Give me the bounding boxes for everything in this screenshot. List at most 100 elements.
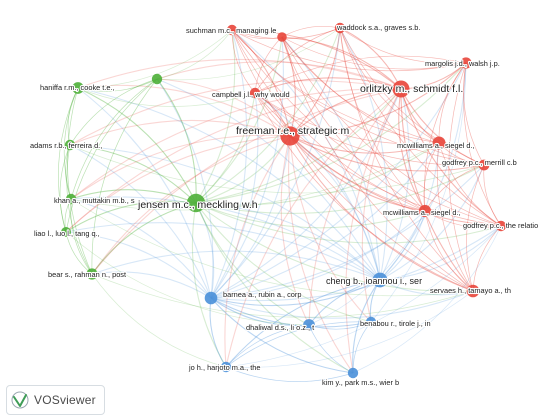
network-link [224,135,291,368]
node-freeman[interactable] [280,126,300,146]
network-link [195,202,502,244]
network-link [281,36,485,166]
network-link [65,135,291,233]
network-link [308,324,354,374]
node-label-jensen: jensen m.c., meckling w.h [137,199,258,211]
node-jensen[interactable] [186,193,206,213]
node-benabou[interactable] [365,316,377,328]
node-margolis[interactable] [460,57,472,69]
node-label-godfrey2: godfrey p.c., the relatio [463,221,538,230]
network-link [91,273,474,318]
network-link [398,88,426,212]
network-link [66,144,93,275]
network-link [438,62,467,144]
network-link [195,142,440,206]
network-link [195,27,341,204]
network-link [77,78,158,92]
node-label-liao: liao l., luo l., tang q., [34,229,100,238]
network-link [472,225,502,292]
network-link [281,36,381,281]
node-bear[interactable] [86,268,98,280]
node-servaes[interactable] [466,284,480,298]
node-label-mcwilliams2: mcwilliams a., siegel d., [383,208,461,217]
network-link [69,144,485,194]
label-layer: freeman r.e., strategic m orlitzky m., sc… [29,22,539,388]
node-label-freeman: freeman r.e., strategic m [236,125,349,137]
network-link [463,62,485,166]
node-khan[interactable] [65,193,77,205]
node-jo[interactable] [220,361,232,373]
network-link [195,202,381,281]
network-link [339,27,440,144]
network-link [65,231,310,326]
network-link [254,77,402,94]
network-link [339,27,388,281]
network-link [210,225,502,302]
node-waddock[interactable] [334,22,346,34]
network-link [210,27,341,299]
network-link [400,88,502,227]
node-unlabeled_red[interactable] [277,32,287,42]
node-dhaliwal[interactable] [303,319,315,331]
network-link [424,62,467,212]
network-link [210,135,291,299]
network-link [70,196,381,281]
network-link [195,29,236,204]
network-link [225,279,381,368]
node-cheng[interactable] [372,272,388,288]
network-link [210,29,248,299]
network-link [210,142,440,299]
node-kim[interactable] [347,367,359,379]
network-link [65,144,72,200]
network-link [225,366,354,382]
network-link [424,210,474,292]
network-link [289,135,485,172]
network-link [231,29,467,72]
network-link [210,290,474,319]
network-link [423,142,440,212]
network-link [345,88,402,374]
node-godfrey2[interactable] [495,220,507,232]
network-link [67,87,79,146]
node-label-orlitzky: orlitzky m., schmidt f.l. [360,83,463,95]
node-adams[interactable] [64,139,76,151]
network-link [210,297,310,327]
network-link [225,88,402,368]
network-link [77,87,381,281]
network-link [91,88,402,275]
network-link [195,62,467,204]
node-mcwilliams2[interactable] [418,204,432,218]
node-label-adams: adams r.b., ferreira d., [30,141,102,150]
network-link [65,200,197,233]
node-haniffa[interactable] [72,82,84,94]
network-link [254,27,341,94]
node-godfrey1[interactable] [478,159,490,171]
network-link [65,222,381,281]
node-mcwilliams1[interactable] [432,136,446,150]
network-link [339,27,426,212]
node-orlitzky[interactable] [392,80,410,98]
network-link [156,27,341,81]
link-layer [57,25,502,382]
network-link [231,29,485,166]
node-label-haniffa: haniffa r.m., cooke t.e., [40,83,115,92]
network-link [210,62,467,299]
network-link [191,202,227,368]
network-link [77,87,197,204]
network-link [424,164,485,212]
network-link [254,92,474,292]
node-label-waddock: waddock s.a., graves s.b. [336,23,420,32]
node-unlabeled_green[interactable] [151,73,163,85]
network-link [463,62,502,227]
node-suchman[interactable] [226,24,238,36]
node-campbell[interactable] [249,87,261,99]
network-link [281,36,474,292]
network-link [156,78,197,204]
node-barnea[interactable] [204,291,218,305]
network-link [281,36,440,144]
node-liao[interactable] [61,227,71,237]
network-link [70,134,291,200]
network-link [379,142,440,281]
network-link [438,142,502,227]
network-link [195,164,485,214]
